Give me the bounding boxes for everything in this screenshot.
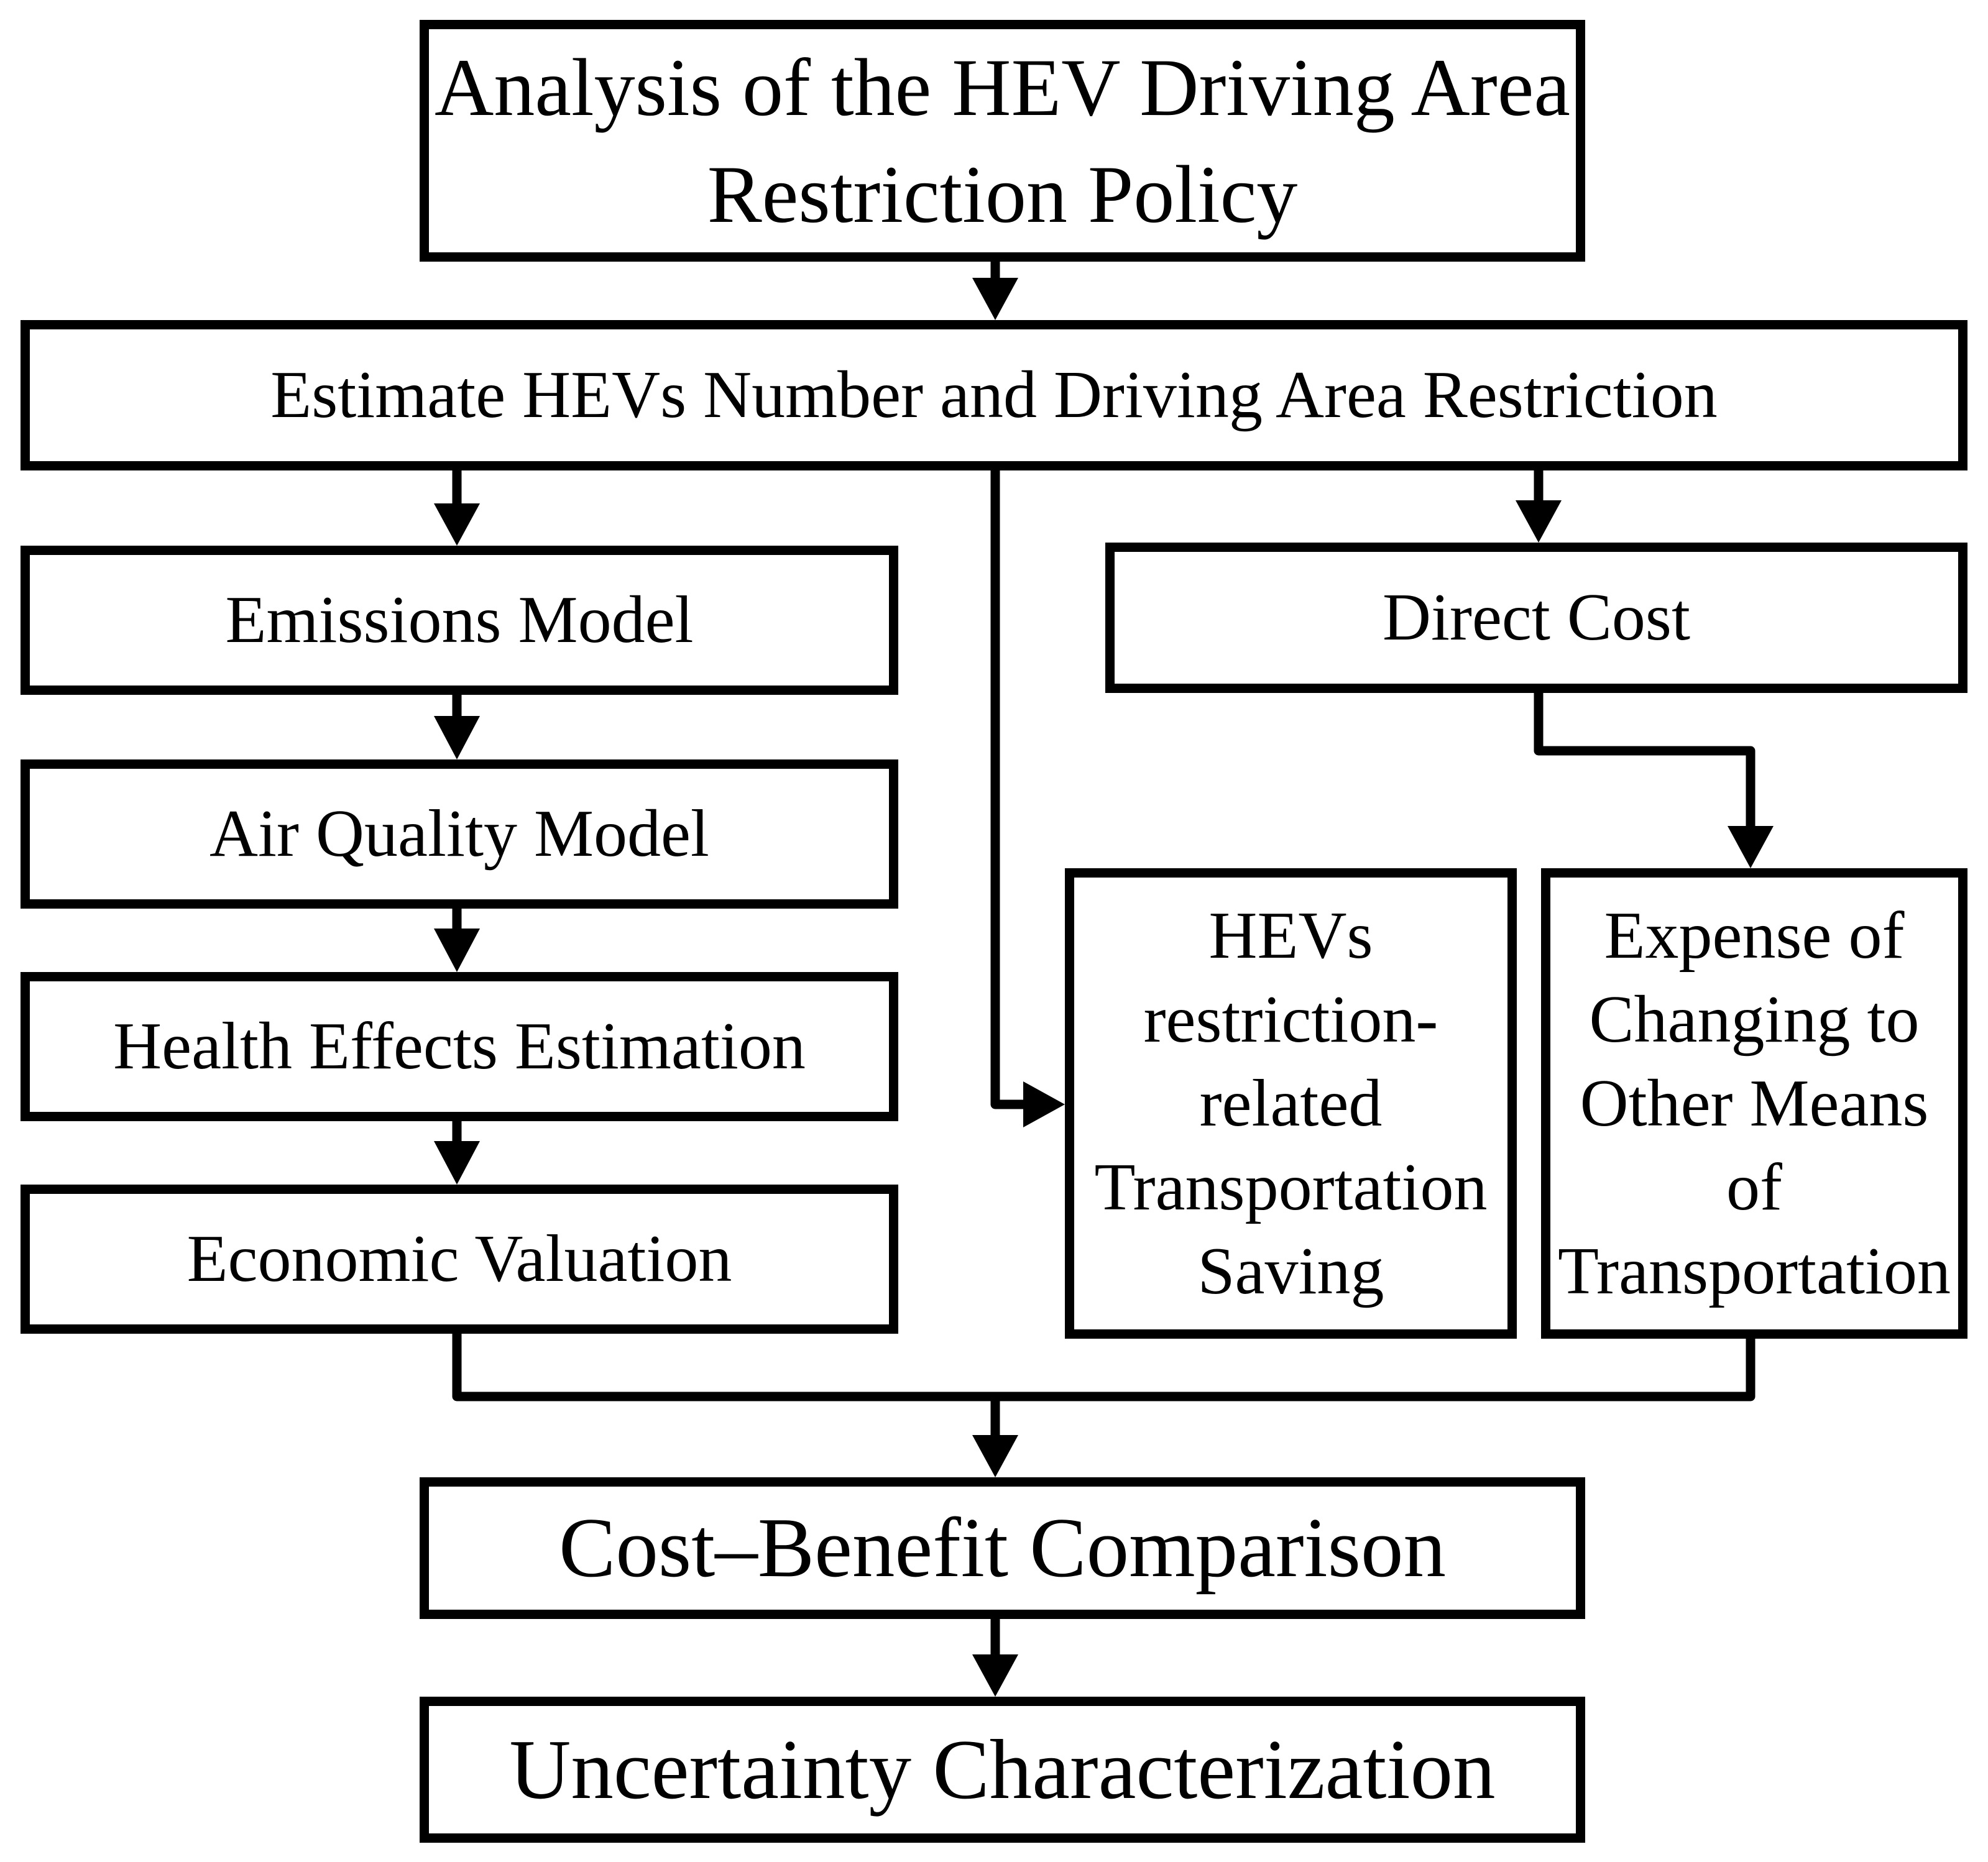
node-estimate-hevs: Estimate HEVs Number and Driving Area Re… bbox=[21, 320, 1967, 470]
node-cost-benefit-comparison: Cost–Benefit Comparison bbox=[420, 1477, 1585, 1619]
node-hevs-transportation-saving-label: HEVs restriction- related Transportation… bbox=[1094, 899, 1488, 1308]
edge-estimate-hevs-line bbox=[990, 470, 1025, 1109]
node-air-quality-model: Air Quality Model bbox=[21, 759, 898, 909]
node-cost-benefit-comparison-label: Cost–Benefit Comparison bbox=[559, 1500, 1446, 1595]
node-health-effects-label: Health Effects Estimation bbox=[113, 1009, 806, 1083]
edge-directcost-expense-line bbox=[1534, 693, 1756, 828]
edge-estimate-emissions-arrowhead bbox=[434, 503, 480, 546]
node-expense-other-means: Expense of Changing to Other Means of Tr… bbox=[1541, 868, 1967, 1339]
node-estimate-hevs-label: Estimate HEVs Number and Driving Area Re… bbox=[270, 357, 1718, 432]
edge-directcost-expense-arrowhead bbox=[1728, 826, 1774, 868]
edge-airquality-health-arrowhead bbox=[434, 929, 480, 972]
node-direct-cost-label: Direct Cost bbox=[1383, 580, 1690, 654]
node-uncertainty-characterization: Uncertainty Characterization bbox=[420, 1697, 1585, 1843]
edge-estimate-hevs-arrowhead bbox=[1023, 1081, 1065, 1127]
node-hevs-transportation-saving: HEVs restriction- related Transportation… bbox=[1065, 868, 1517, 1339]
node-policy-analysis-label: Analysis of the HEV Driving Area Restric… bbox=[435, 41, 1570, 240]
node-emissions-model-label: Emissions Model bbox=[225, 582, 694, 657]
node-direct-cost: Direct Cost bbox=[1105, 543, 1967, 693]
node-emissions-model: Emissions Model bbox=[21, 546, 898, 695]
node-policy-analysis: Analysis of the HEV Driving Area Restric… bbox=[420, 20, 1585, 262]
edge-collector-costbenefit-arrowhead bbox=[972, 1435, 1018, 1477]
node-health-effects: Health Effects Estimation bbox=[21, 972, 898, 1121]
edge-policy-estimate-arrowhead bbox=[972, 278, 1018, 320]
edge-collector-line bbox=[452, 1334, 1756, 1401]
edge-emissions-airquality-arrowhead bbox=[434, 716, 480, 759]
node-air-quality-model-label: Air Quality Model bbox=[209, 796, 709, 871]
edge-estimate-directcost-arrowhead bbox=[1516, 500, 1562, 543]
edge-costbenefit-uncertainty-arrowhead bbox=[972, 1654, 1018, 1697]
node-economic-valuation: Economic Valuation bbox=[21, 1185, 898, 1334]
edge-health-economic-arrowhead bbox=[434, 1141, 480, 1185]
node-expense-other-means-label: Expense of Changing to Other Means of Tr… bbox=[1557, 899, 1951, 1308]
node-uncertainty-characterization-label: Uncertainty Characterization bbox=[509, 1722, 1496, 1817]
node-economic-valuation-label: Economic Valuation bbox=[186, 1221, 732, 1296]
